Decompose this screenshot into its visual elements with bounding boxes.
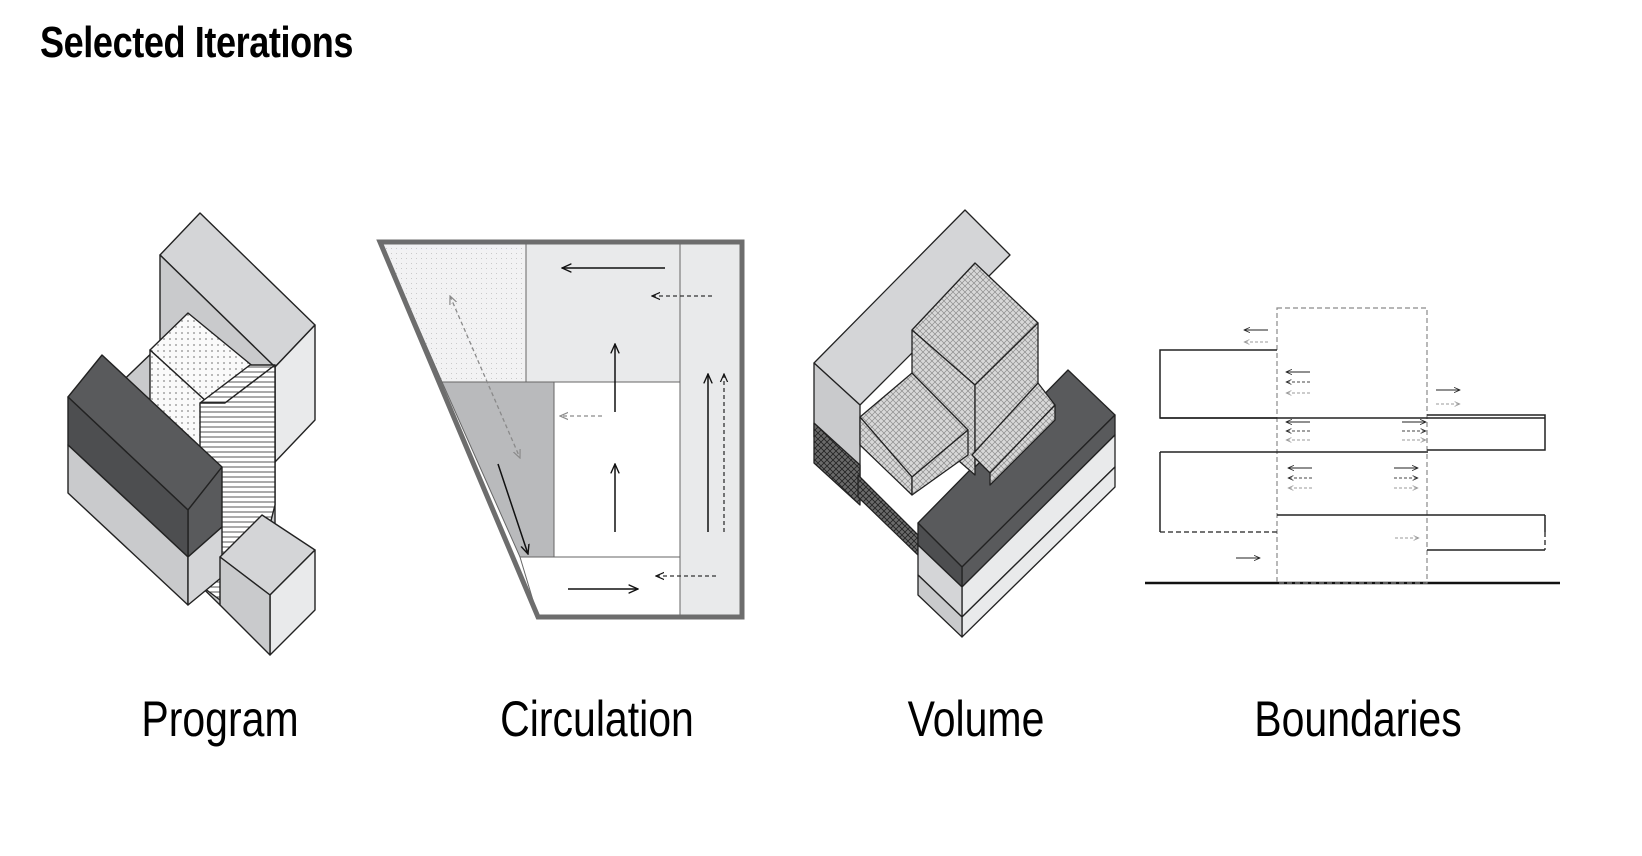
- circulation-zone-right: [679, 243, 743, 618]
- boundaries-left-upper: [1159, 349, 1277, 419]
- program-small-side: [219, 556, 271, 656]
- boundaries-dashed-volume: [1276, 307, 1428, 584]
- volume-stack-side-2: [917, 574, 963, 638]
- volume-back-hatched: [813, 422, 861, 506]
- boundaries-right-upper: [1427, 414, 1546, 451]
- circulation-arrow-diagonal: [497, 463, 528, 554]
- circulation-dashed-diagonal: [450, 296, 520, 458]
- caption-program: Program: [141, 691, 299, 747]
- boundaries-diagram: [1145, 307, 1560, 585]
- volume-tower-left-front: [911, 429, 969, 496]
- circulation-diagram: [376, 239, 745, 620]
- program-diagram: [67, 212, 316, 656]
- circulation-zone-center: [553, 381, 681, 558]
- caption-volume: Volume: [907, 691, 1045, 747]
- circulation-zone-dotted: [381, 243, 527, 383]
- volume-diagram: [813, 209, 1116, 638]
- circulation-zone-bottom: [519, 556, 681, 618]
- circulation-zone-top: [525, 243, 681, 383]
- caption-circulation: Circulation: [500, 691, 694, 747]
- page-title: Selected Iterations: [40, 18, 354, 67]
- circulation-frame: [376, 239, 745, 620]
- volume-tower-right-front: [989, 404, 1056, 486]
- caption-boundaries: Boundaries: [1254, 691, 1462, 747]
